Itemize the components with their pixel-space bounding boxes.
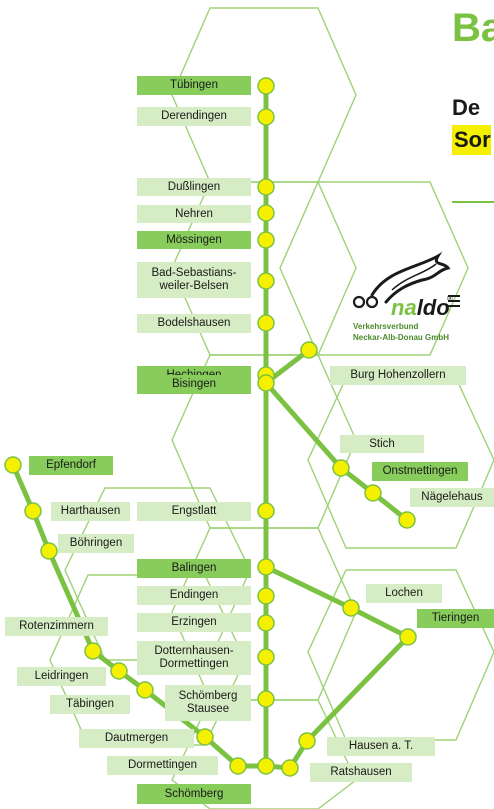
station-label-epfendorf[interactable]: Epfendorf xyxy=(29,456,113,475)
stop-bisingen-marker[interactable] xyxy=(257,374,275,392)
stop-epfendorf-marker[interactable] xyxy=(4,456,22,474)
stop-tuebingen-marker[interactable] xyxy=(257,77,275,95)
station-label-naegelehaus[interactable]: Nägelehaus xyxy=(410,488,494,507)
stop-erzingen-marker[interactable] xyxy=(257,614,275,632)
station-label-erzingen[interactable]: Erzingen xyxy=(137,613,251,632)
stop-nehren-marker[interactable] xyxy=(257,204,275,222)
station-label-bodelshausen[interactable]: Bodelshausen xyxy=(137,314,251,333)
station-label-taebingen[interactable]: Täbingen xyxy=(50,695,130,714)
page-title: Ba xyxy=(452,6,494,50)
logo-wordmark: naldo xyxy=(391,295,450,320)
station-label-engstlatt[interactable]: Engstlatt xyxy=(137,502,251,521)
stop-ratshausen-marker[interactable] xyxy=(281,759,299,777)
stop-endingen-marker[interactable] xyxy=(257,587,275,605)
station-label-lochen[interactable]: Lochen xyxy=(366,584,442,603)
station-label-hausen[interactable]: Hausen a. T. xyxy=(327,737,435,756)
stop-harthausen-marker[interactable] xyxy=(24,502,42,520)
station-label-endingen[interactable]: Endingen xyxy=(137,586,251,605)
station-label-balingen[interactable]: Balingen xyxy=(137,559,251,578)
station-label-schoemberg-stausee[interactable]: Schömberg Stausee xyxy=(165,685,251,721)
header-divider xyxy=(452,201,494,203)
station-label-dusslingen[interactable]: Dußlingen xyxy=(137,178,251,196)
stop-bodelshausen-marker[interactable] xyxy=(257,314,275,332)
subtitle-line-2: Sor xyxy=(452,125,491,155)
stop-leidringen-marker[interactable] xyxy=(110,662,128,680)
station-label-dormettingen[interactable]: Dormettingen xyxy=(107,756,218,775)
stop-lochen-marker[interactable] xyxy=(342,599,360,617)
station-label-tuebingen[interactable]: Tübingen xyxy=(137,76,251,95)
station-label-rotenzimmern[interactable]: Rotenzimmern xyxy=(5,617,108,636)
stop-burg-hohenzollern-marker[interactable] xyxy=(300,341,318,359)
station-label-onstmettingen[interactable]: Onstmettingen xyxy=(372,462,468,481)
station-label-moessingen[interactable]: Mössingen xyxy=(137,231,251,249)
stop-dormettingen-marker[interactable] xyxy=(229,757,247,775)
station-label-stich[interactable]: Stich xyxy=(340,435,424,453)
station-label-nehren[interactable]: Nehren xyxy=(137,205,251,223)
stop-rotenzimmern-marker[interactable] xyxy=(84,642,102,660)
stop-markers xyxy=(4,77,417,777)
stop-engstlatt-marker[interactable] xyxy=(257,502,275,520)
station-label-dautmergen[interactable]: Dautmergen xyxy=(79,729,194,748)
stop-schoemberg-stausee-marker[interactable] xyxy=(257,690,275,708)
stop-taebingen-marker[interactable] xyxy=(136,681,154,699)
station-label-schoemberg[interactable]: Schömberg xyxy=(137,784,251,804)
hexagon-background xyxy=(49,7,494,809)
stop-balingen-marker[interactable] xyxy=(257,558,275,576)
stop-derendingen-marker[interactable] xyxy=(257,108,275,126)
naldo-logo-icon xyxy=(352,251,460,309)
stop-naegelehaus-marker[interactable] xyxy=(398,511,416,529)
logo-tagline-2: Neckar-Alb-Donau GmbH xyxy=(353,333,450,342)
station-label-boehringen[interactable]: Böhringen xyxy=(58,534,134,553)
logo-registered-mark: ® xyxy=(447,294,453,303)
stop-stich-marker[interactable] xyxy=(332,459,350,477)
station-label-harthausen[interactable]: Harthausen xyxy=(51,502,130,521)
stop-onstmettingen-marker[interactable] xyxy=(364,484,382,502)
logo-tagline-1: Verkehrsverbund xyxy=(353,322,419,331)
stop-dotternhausen-marker[interactable] xyxy=(257,648,275,666)
stop-moessingen-marker[interactable] xyxy=(257,231,275,249)
stop-dautmergen-marker[interactable] xyxy=(196,728,214,746)
station-label-dotternhausen[interactable]: Dotternhausen- Dormettingen xyxy=(137,641,251,675)
stop-dusslingen-marker[interactable] xyxy=(257,178,275,196)
station-label-tieringen[interactable]: Tieringen xyxy=(417,609,494,628)
stop-tieringen-marker[interactable] xyxy=(399,628,417,646)
station-label-bad-sebastiansweiler[interactable]: Bad-Sebastians- weiler-Belsen xyxy=(137,262,251,298)
station-label-bisingen[interactable]: Bisingen xyxy=(137,375,251,394)
station-label-ratshausen[interactable]: Ratshausen xyxy=(310,763,412,782)
stop-hausen-marker[interactable] xyxy=(298,732,316,750)
station-label-derendingen[interactable]: Derendingen xyxy=(137,107,251,126)
station-label-leidringen[interactable]: Leidringen xyxy=(17,667,106,686)
station-label-burg-hohenzollern[interactable]: Burg Hohenzollern xyxy=(330,366,466,385)
subtitle-line-1: De xyxy=(452,95,481,120)
stop-schoemberg-marker[interactable] xyxy=(257,757,275,775)
stop-bad-sebastiansweiler-marker[interactable] xyxy=(257,272,275,290)
stop-boehringen-marker[interactable] xyxy=(40,542,58,560)
